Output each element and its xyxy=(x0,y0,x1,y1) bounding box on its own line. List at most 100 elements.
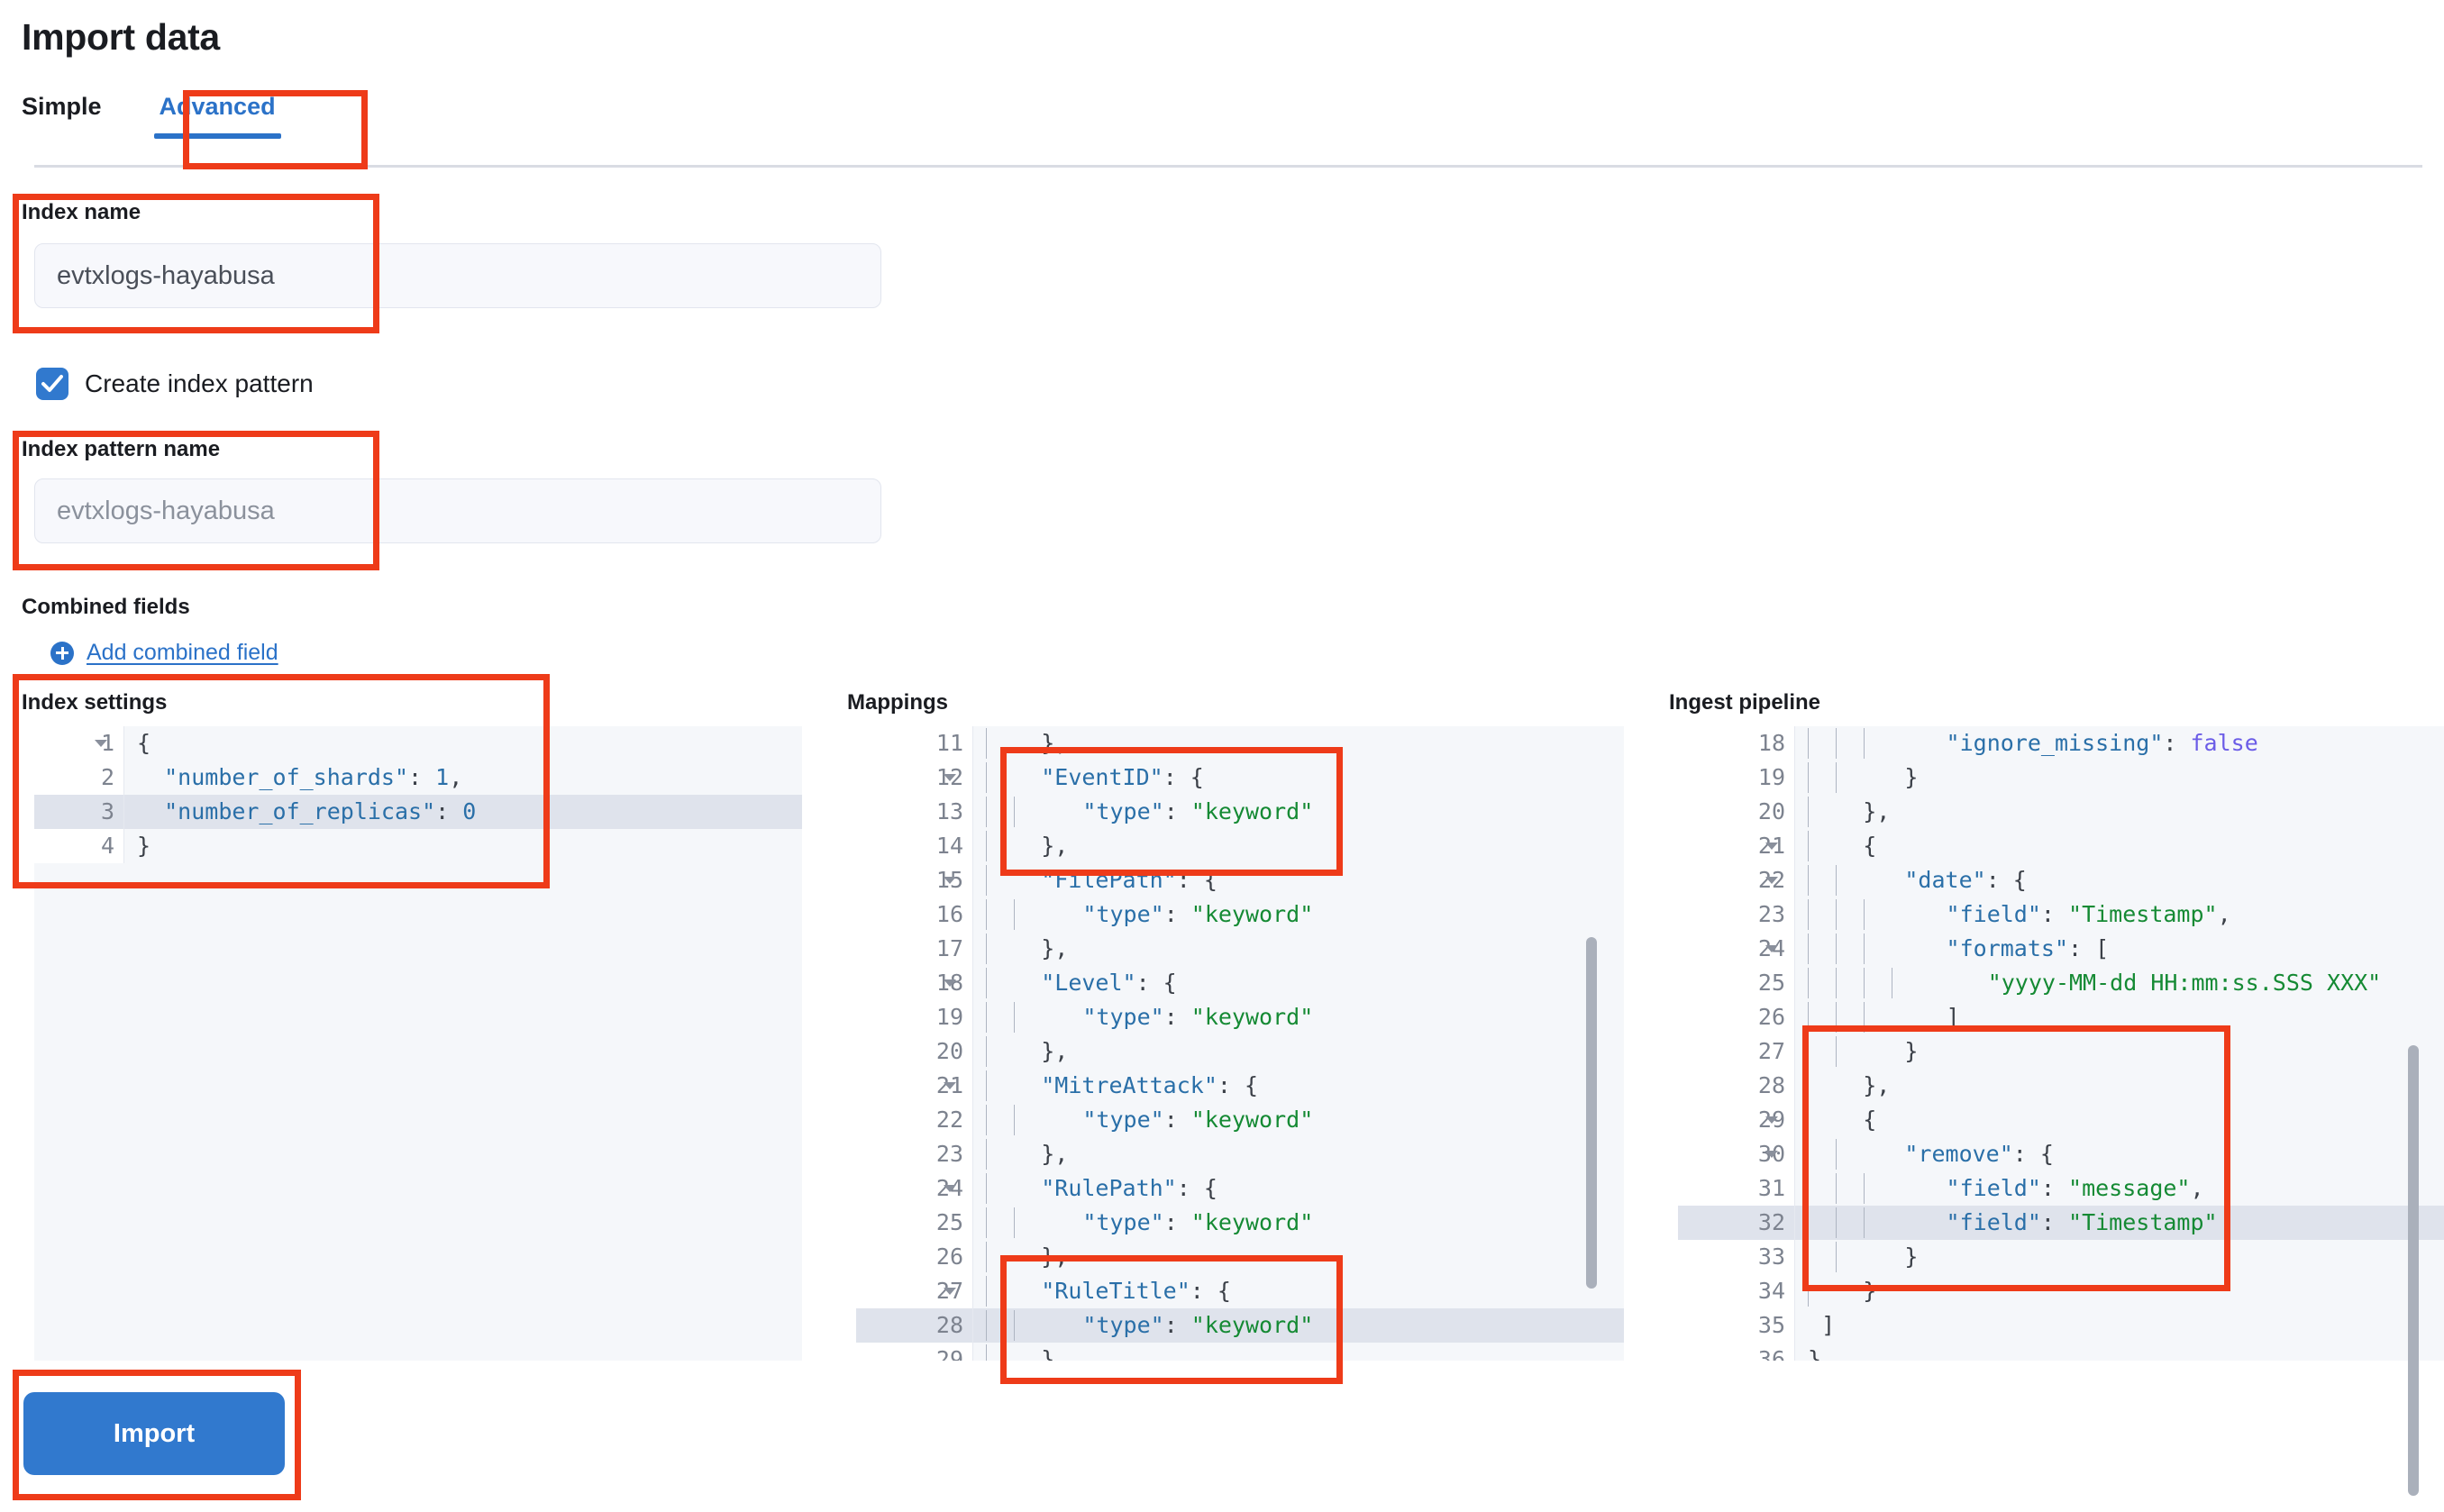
line-number: 31 xyxy=(1678,1171,1795,1206)
fold-arrow-icon[interactable] xyxy=(944,979,956,987)
indent-guide xyxy=(1864,1173,1865,1204)
plus-circle-icon xyxy=(50,641,74,665)
indent-guide xyxy=(1836,1207,1838,1238)
fold-arrow-icon[interactable] xyxy=(1765,1151,1778,1158)
code-text: "type": "keyword" xyxy=(973,1000,1624,1034)
mappings-scrollbar[interactable] xyxy=(1586,937,1597,1289)
line-number: 20 xyxy=(856,1034,973,1069)
line-number: 29 xyxy=(1678,1103,1795,1137)
code-line: 26 ] xyxy=(1678,1000,2444,1034)
fold-arrow-icon[interactable] xyxy=(1765,945,1778,952)
fold-arrow-icon[interactable] xyxy=(944,877,956,884)
fold-arrow-icon[interactable] xyxy=(944,1288,956,1295)
indent-guide xyxy=(1808,728,1809,759)
code-line: 23 }, xyxy=(856,1137,1624,1171)
indent-guide xyxy=(1808,797,1809,827)
code-line: 12 "EventID": { xyxy=(856,761,1624,795)
code-text: "field": "Timestamp", xyxy=(1795,897,2444,932)
code-text: }, xyxy=(973,1240,1624,1274)
index-name-input[interactable]: evtxlogs-hayabusa xyxy=(34,243,881,308)
code-text: }, xyxy=(973,1137,1624,1171)
indent-guide xyxy=(1836,1139,1838,1170)
indent-guide xyxy=(986,1139,987,1170)
code-line: 25 "yyyy-MM-dd HH:mm:ss.SSS XXX" xyxy=(1678,966,2444,1000)
indent-guide xyxy=(986,762,987,793)
code-text: }, xyxy=(1795,1069,2444,1103)
fold-arrow-icon[interactable] xyxy=(1765,1116,1778,1124)
tab-advanced[interactable]: Advanced xyxy=(127,93,308,139)
code-text: } xyxy=(137,833,151,859)
code-line: 24 "formats": [ xyxy=(1678,932,2444,966)
add-combined-field-button[interactable]: Add combined field xyxy=(50,640,278,666)
line-number: 20 xyxy=(1678,795,1795,829)
line-number: 26 xyxy=(1678,1000,1795,1034)
code-text: "RulePath": { xyxy=(973,1171,1624,1206)
code-text: "type": "keyword" xyxy=(973,897,1624,932)
code-text: "type": "keyword" xyxy=(973,795,1624,829)
fold-arrow-icon[interactable] xyxy=(1765,843,1778,850)
line-number: 2 xyxy=(34,761,124,795)
line-number: 16 xyxy=(856,897,973,932)
code-line: 21 "MitreAttack": { xyxy=(856,1069,1624,1103)
code-text: "date": { xyxy=(1795,863,2444,897)
fold-arrow-icon[interactable] xyxy=(944,774,956,781)
import-button[interactable]: Import xyxy=(23,1392,285,1475)
line-number: 21 xyxy=(1678,829,1795,863)
code-line: 20 }, xyxy=(1678,795,2444,829)
ingest-pipeline-scrollbar[interactable] xyxy=(2408,1045,2419,1496)
code-text: "remove": { xyxy=(1795,1137,2444,1171)
indent-guide xyxy=(986,831,987,861)
fold-arrow-icon[interactable] xyxy=(95,740,107,747)
indent-guide xyxy=(1014,1105,1016,1135)
code-text: }, xyxy=(973,726,1624,761)
create-index-pattern-checkbox[interactable] xyxy=(36,368,68,400)
create-index-pattern-label: Create index pattern xyxy=(85,369,314,397)
code-line: 20 }, xyxy=(856,1034,1624,1069)
code-line: 13 "type": "keyword" xyxy=(856,795,1624,829)
indent-guide xyxy=(1808,831,1809,861)
fold-arrow-icon[interactable] xyxy=(944,1185,956,1192)
line-number: 34 xyxy=(1678,1274,1795,1308)
code-line: 24 "RulePath": { xyxy=(856,1171,1624,1206)
create-index-pattern-row[interactable]: Create index pattern xyxy=(36,368,314,400)
code-line: 1{ xyxy=(34,726,802,761)
line-number: 27 xyxy=(1678,1034,1795,1069)
index-settings-editor[interactable]: 1{2 "number_of_shards": 1,3 "number_of_r… xyxy=(34,726,802,1361)
indent-guide xyxy=(1836,1036,1838,1067)
page-title: Import data xyxy=(22,16,220,58)
code-line: 31 "field": "message", xyxy=(1678,1171,2444,1206)
fold-arrow-icon[interactable] xyxy=(1765,877,1778,884)
indent-guide xyxy=(1836,1242,1838,1272)
code-line: 16 "type": "keyword" xyxy=(856,897,1624,932)
tab-simple[interactable]: Simple xyxy=(22,93,102,120)
line-number: 19 xyxy=(1678,761,1795,795)
line-number: 24 xyxy=(1678,932,1795,966)
line-number: 33 xyxy=(1678,1240,1795,1274)
line-number: 11 xyxy=(856,726,973,761)
indent-guide xyxy=(1808,934,1809,964)
line-number: 13 xyxy=(856,795,973,829)
indent-guide xyxy=(986,1036,987,1067)
code-text: ] xyxy=(1795,1000,2444,1034)
code-line: 18 "Level": { xyxy=(856,966,1624,1000)
indent-guide xyxy=(986,1207,987,1238)
line-number: 23 xyxy=(1678,897,1795,932)
index-pattern-name-input[interactable]: evtxlogs-hayabusa xyxy=(34,478,881,543)
code-line: 15 "FilePath": { xyxy=(856,863,1624,897)
code-text: } xyxy=(1795,761,2444,795)
line-number: 30 xyxy=(1678,1137,1795,1171)
indent-guide xyxy=(1808,968,1809,998)
mappings-editor[interactable]: 11 },12 "EventID": {13 "type": "keyword"… xyxy=(856,726,1624,1361)
code-line: 23 "field": "Timestamp", xyxy=(1678,897,2444,932)
code-text: "field": "message", xyxy=(1795,1171,2444,1206)
code-line: 28 }, xyxy=(1678,1069,2444,1103)
code-text: "type": "keyword" xyxy=(973,1206,1624,1240)
code-line: 11 }, xyxy=(856,726,1624,761)
fold-arrow-icon[interactable] xyxy=(944,1082,956,1089)
code-text: "ignore_missing": false xyxy=(1795,726,2444,761)
indent-guide xyxy=(986,934,987,964)
code-text: "EventID": { xyxy=(973,761,1624,795)
indent-guide xyxy=(1864,728,1865,759)
code-text: "RuleTitle": { xyxy=(973,1274,1624,1308)
